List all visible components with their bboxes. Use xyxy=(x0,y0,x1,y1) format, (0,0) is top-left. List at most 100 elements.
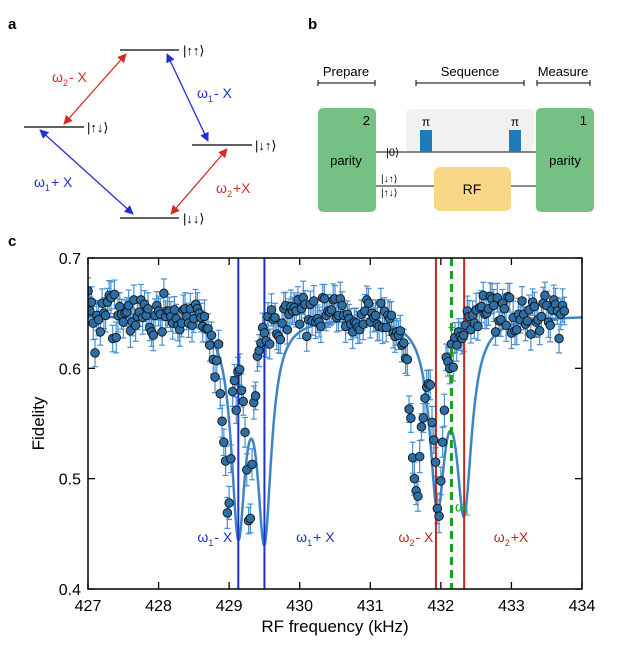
data-point xyxy=(254,345,264,356)
transition-label-w2-plus-x: ω2+X xyxy=(216,180,251,199)
data-point xyxy=(434,511,444,521)
y-tick-label: 0.4 xyxy=(59,582,81,599)
header-prepare: Prepare xyxy=(323,64,369,79)
data-point xyxy=(206,330,217,340)
data-point xyxy=(302,331,312,342)
measure-box-number: 1 xyxy=(580,113,587,128)
data-point xyxy=(395,326,406,336)
data-point xyxy=(386,310,397,321)
data-point xyxy=(100,310,111,321)
data-point xyxy=(90,348,100,358)
level-label-down-down: |↓↓⟩ xyxy=(183,211,204,226)
y-tick-label: 0.5 xyxy=(59,472,81,489)
transition-arrow-w1-plus-x xyxy=(39,129,134,215)
data-point xyxy=(282,324,293,335)
x-tick-label: 431 xyxy=(357,598,384,615)
data-point xyxy=(501,320,511,331)
transition-label-w2-minus-x: ω2- X xyxy=(52,69,88,88)
data-point xyxy=(238,396,249,407)
data-point xyxy=(499,304,510,314)
level-label-up-up: |↑↑⟩ xyxy=(183,43,204,58)
transition-arrow-w1-minus-x xyxy=(166,53,209,142)
annotation-label-4: ω2+X xyxy=(494,529,529,548)
data-point xyxy=(376,298,386,308)
data-point xyxy=(402,354,413,365)
annotation-label-3: ωL xyxy=(455,498,471,517)
data-point xyxy=(224,498,234,508)
data-point xyxy=(567,0,576,4)
data-point xyxy=(522,316,533,326)
y-tick-label: 0.6 xyxy=(59,361,81,378)
data-point xyxy=(337,300,347,311)
data-point xyxy=(427,417,437,428)
prepare-parity-box xyxy=(318,108,376,212)
data-point xyxy=(234,364,245,375)
data-point xyxy=(413,491,423,502)
data-point xyxy=(517,296,527,306)
data-point xyxy=(436,476,446,486)
data-point xyxy=(294,319,305,329)
data-point xyxy=(319,294,330,304)
data-point xyxy=(554,333,564,344)
data-point xyxy=(226,454,236,464)
data-point xyxy=(363,298,374,308)
data-point xyxy=(414,451,425,462)
data-point xyxy=(576,0,585,4)
data-point xyxy=(259,328,270,338)
data-point xyxy=(316,321,326,332)
x-tick-label: 428 xyxy=(145,598,172,615)
data-point xyxy=(227,386,238,397)
top-line-state: |0⟩ xyxy=(386,147,399,159)
panel-c-label: c xyxy=(8,233,16,250)
transition-label-w1-plus-x: ω1+ X xyxy=(34,174,73,193)
data-point xyxy=(416,422,427,432)
rf-label: RF xyxy=(463,181,482,197)
prepare-box-label: parity xyxy=(330,153,362,168)
data-point xyxy=(571,0,580,4)
fit-curve xyxy=(88,315,582,548)
data-point xyxy=(247,459,257,470)
data-point xyxy=(569,0,578,4)
transition-arrow-w2-plus-x xyxy=(170,148,228,215)
bottom-line-state-2: |↑↓⟩ xyxy=(381,188,398,199)
data-point xyxy=(536,311,547,322)
data-point xyxy=(425,380,436,390)
panel-a-label: a xyxy=(8,16,17,33)
data-point xyxy=(264,339,275,349)
data-point xyxy=(210,372,220,382)
data-point xyxy=(229,375,240,386)
data-point xyxy=(418,413,428,423)
x-tick-label: 427 xyxy=(75,598,102,615)
data-point xyxy=(250,391,261,401)
data-point xyxy=(448,362,458,372)
measure-parity-box xyxy=(536,108,594,212)
bottom-line-state-1: |↓↑⟩ xyxy=(381,174,398,185)
x-tick-label: 433 xyxy=(498,598,525,615)
data-point xyxy=(578,0,587,4)
data-point xyxy=(88,306,95,316)
data-point xyxy=(430,457,441,467)
data-point xyxy=(511,324,522,335)
data-point xyxy=(212,355,222,366)
data-point xyxy=(169,305,180,315)
y-tick-label: 0.7 xyxy=(59,251,81,268)
data-point xyxy=(109,289,120,300)
data-point xyxy=(574,0,583,4)
data-point xyxy=(275,334,286,345)
data-point xyxy=(93,315,104,325)
data-point xyxy=(222,508,233,518)
data-point xyxy=(204,340,215,350)
data-point xyxy=(562,0,571,4)
sequence-background-box xyxy=(406,109,534,152)
data-point xyxy=(404,404,414,414)
x-tick-label: 429 xyxy=(216,598,243,615)
data-point xyxy=(370,310,381,321)
data-point xyxy=(157,327,167,337)
annotation-label-0: ω1- X xyxy=(197,529,233,548)
data-point xyxy=(545,320,555,331)
data-point xyxy=(420,393,430,403)
rf-box xyxy=(434,167,511,211)
